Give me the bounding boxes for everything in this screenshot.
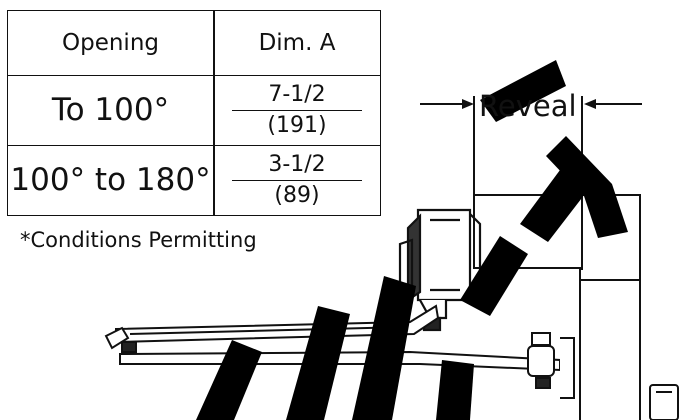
- dim-inches: 7-1/2: [232, 82, 362, 111]
- header-opening: Opening: [62, 30, 159, 56]
- table-column-divider: [213, 11, 215, 215]
- dimension-fraction: 7-1/2 (191): [232, 82, 362, 139]
- opening-value: To 100°: [51, 92, 170, 128]
- conditions-note: *Conditions Permitting: [20, 228, 257, 252]
- table-row: To 100° 7-1/2 (191): [8, 75, 380, 146]
- dim-a-value: 7-1/2 (191): [214, 75, 380, 145]
- table-row: 100° to 180° 3-1/2 (89): [8, 145, 380, 215]
- dim-inches: 3-1/2: [232, 152, 362, 181]
- table-header-row: Opening Dim. A: [8, 11, 380, 76]
- dim-millimeters: (191): [267, 112, 327, 138]
- dim-a-value: 3-1/2 (89): [214, 145, 380, 215]
- reveal-label: Reveal: [479, 89, 577, 123]
- closer-arm: [104, 304, 575, 399]
- closer-body: [398, 208, 482, 332]
- discontinued-watermark: [196, 60, 628, 420]
- header-dim-a: Dim. A: [258, 30, 336, 56]
- opening-value: 100° to 180°: [10, 162, 211, 198]
- door-frame: [473, 194, 679, 420]
- dimension-table: Opening Dim. A To 100° 7-1/2 (191) 100° …: [7, 10, 381, 216]
- dim-millimeters: (89): [274, 182, 320, 208]
- dimension-fraction: 3-1/2 (89): [232, 152, 362, 209]
